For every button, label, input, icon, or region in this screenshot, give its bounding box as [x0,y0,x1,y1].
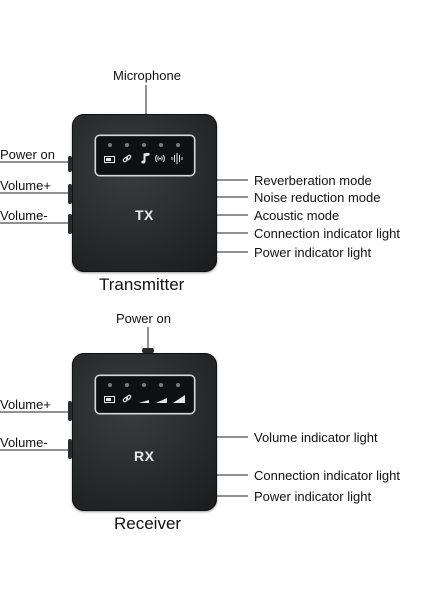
rx-top-label: Power on [116,311,171,326]
callout-volume-indicator: Volume indicator light [254,430,378,445]
tx-led-1 [108,143,112,147]
callout-tx-power-indicator: Power indicator light [254,245,372,260]
tx-led-2 [125,143,129,147]
volume-bar-1-icon [139,400,149,403]
rx-caption: Receiver [114,514,182,533]
tx-power-button [68,156,72,172]
rx-led-2 [125,383,129,387]
rx-led-1 [108,383,112,387]
tx-volume-plus-button [68,184,72,204]
volume-bar-2-icon [156,398,167,403]
tx-side-label-volume-plus: Volume+ [0,178,51,193]
rx-power-button [142,348,154,353]
rx-device-tag: RX [134,448,155,464]
callout-reverberation: Reverberation mode [254,173,372,188]
tx-side-label-volume-minus: Volume- [0,208,48,223]
volume-bar-3-icon [173,395,185,403]
callout-tx-connection: Connection indicator light [254,226,400,241]
callout-rx-power-indicator: Power indicator light [254,489,372,504]
rx-indicator-panel [96,376,194,413]
tx-led-5 [176,143,180,147]
rx-side-label-volume-plus: Volume+ [0,397,51,412]
tx-led-3 [142,143,146,147]
tx-volume-minus-button [68,214,72,234]
callout-noise-reduction: Noise reduction mode [254,190,381,205]
callout-rx-connection: Connection indicator light [254,468,400,483]
rx-led-3 [142,383,146,387]
sound-wave-icon [171,153,183,164]
tx-led-4 [159,143,163,147]
tx-device-tag: TX [135,207,154,223]
rx-led-5 [176,383,180,387]
transmitter-device: TX [68,114,217,272]
music-note-icon [141,153,150,164]
battery-icon [104,396,115,403]
link-icon [122,394,132,403]
callout-acoustic: Acoustic mode [254,208,340,223]
tx-indicator-panel [96,136,194,175]
battery-icon [104,156,115,163]
rx-volume-plus-button [68,401,72,421]
receiver-device: RX [68,353,217,511]
tx-top-label: Microphone [113,68,181,83]
tx-caption: Transmitter [99,275,185,294]
link-icon [122,154,132,163]
rx-led-4 [159,383,163,387]
broadcast-icon [155,154,165,163]
tx-side-label-power-on: Power on [0,147,55,162]
rx-side-label-volume-minus: Volume- [0,435,48,450]
rx-volume-minus-button [68,439,72,459]
